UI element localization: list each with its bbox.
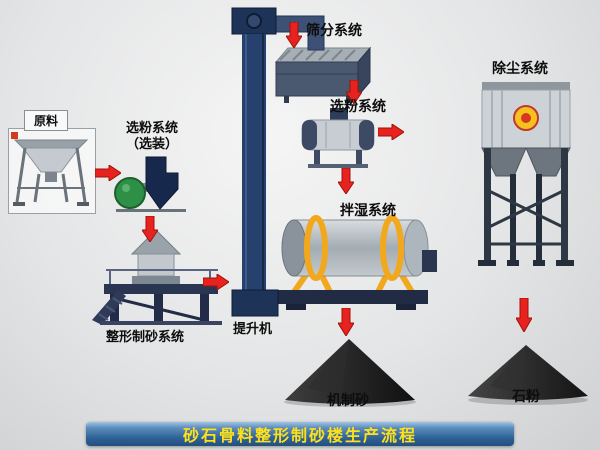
flow-arrow-shaping-to-elevator [202,273,230,295]
wet-mixing-label: 拌湿系统 [340,202,396,218]
title-banner: 砂石骨料整形制砂楼生产流程 [86,422,514,446]
flow-arrow-classifier-to-mixing [337,167,355,199]
flow-arrow-dust-to-powder [515,297,533,337]
flow-arrow-classifier-to-dust [377,123,405,145]
optional-classifier-graphic [112,155,192,220]
raw-material-label: 原料 [24,110,69,131]
stone-powder-pile-graphic [466,342,590,411]
optional-classifier-label: 选粉系统 （选装） [125,120,178,151]
shaping-sand-label: 整形制砂系统 [106,329,185,344]
stone-powder-label: 石粉 [512,388,540,404]
wet-mixing-machine-graphic [270,192,438,319]
flow-arrow-mixing-to-sand [337,307,355,341]
raw-material-hopper-graphic [9,130,93,215]
flow-arrow-screening-to-classifier [345,79,363,109]
classifier-machine-graphic [296,108,380,177]
dust-removal-machine-graphic [474,78,578,275]
screening-machine-graphic [260,44,374,109]
bucket-elevator-graphic [225,6,325,323]
flow-arrow-optional-to-shaping [141,215,159,247]
flow-arrow-raw-to-optional [94,164,122,186]
classifier-label: 选粉系统 [330,98,386,114]
shaping-sand-machine-graphic [92,228,230,331]
dust-removal-label: 除尘系统 [492,60,548,76]
screening-label: 筛分系统 [306,22,362,38]
machine-made-sand-pile-graphic [283,336,417,413]
title-banner-text: 砂石骨料整形制砂楼生产流程 [182,428,417,445]
machine-made-sand-label: 机制砂 [327,392,369,408]
bucket-elevator-label: 提升机 [233,321,273,336]
flow-arrow-elevator-to-screening [285,21,303,53]
